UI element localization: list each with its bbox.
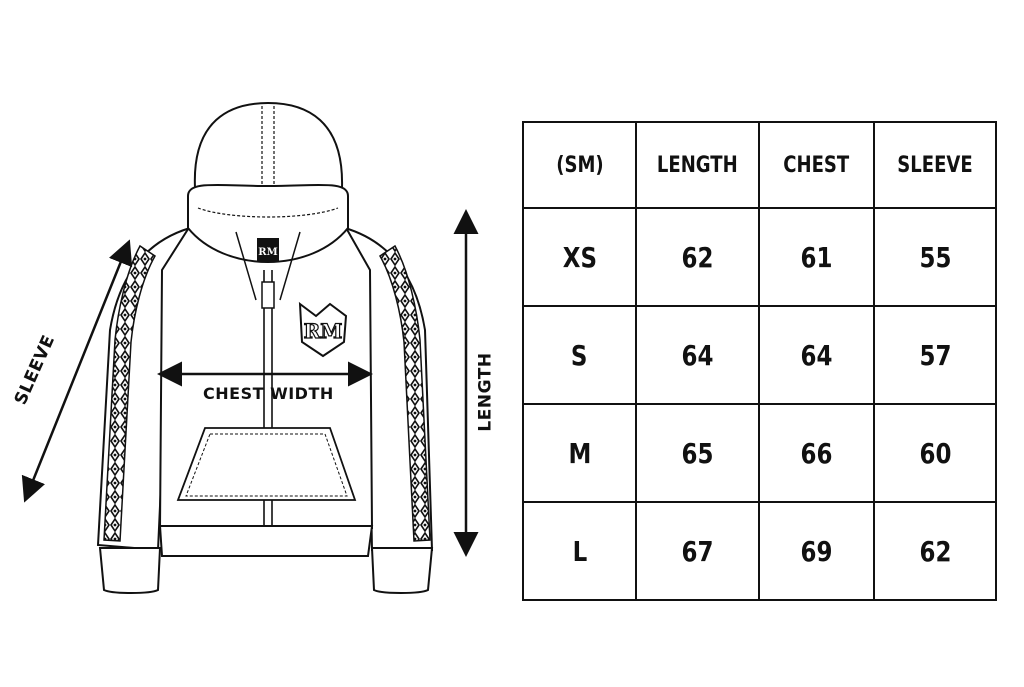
size-cell: M bbox=[522, 403, 637, 503]
chest-width-label: CHEST WIDTH bbox=[203, 384, 334, 403]
length-cell: 64 bbox=[635, 305, 760, 405]
hood-seam bbox=[261, 106, 275, 200]
chest-cell: 61 bbox=[758, 207, 875, 307]
length-cell: 65 bbox=[635, 403, 760, 503]
hoodie-illustration: RM RM bbox=[21, 101, 479, 594]
table-row: S 64 64 57 bbox=[522, 305, 997, 405]
right-sleeve-tape bbox=[379, 244, 431, 542]
size-chart-table: (SM) LENGTH CHEST SLEEVE XS 62 61 55 S 6… bbox=[522, 121, 997, 601]
hoodie-diagram: RM RM SLEEVE CHEST WIDTH LENGTH bbox=[11, 101, 496, 594]
table-row: L 67 69 62 bbox=[522, 501, 997, 601]
size-cell: S bbox=[522, 305, 637, 405]
sleeve-cell: 60 bbox=[873, 403, 997, 503]
chest-cell: 66 bbox=[758, 403, 875, 503]
table-row: M 65 66 60 bbox=[522, 403, 997, 503]
sleeve-cell: 57 bbox=[873, 305, 997, 405]
hood-front bbox=[187, 183, 349, 264]
neck-label bbox=[257, 238, 279, 262]
header-unit: (SM) bbox=[522, 121, 637, 209]
neck-label-text: RM bbox=[258, 247, 277, 258]
sleeve-cell: 55 bbox=[873, 207, 997, 307]
sleeve-arrow bbox=[21, 239, 133, 503]
zipper-pull bbox=[261, 281, 275, 309]
length-cell: 67 bbox=[635, 501, 760, 601]
chest-logo-emblem bbox=[298, 301, 348, 358]
right-cuff bbox=[370, 547, 434, 594]
sleeve-cell: 62 bbox=[873, 501, 997, 601]
chest-cell: 69 bbox=[758, 501, 875, 601]
length-cell: 62 bbox=[635, 207, 760, 307]
header-length: LENGTH bbox=[635, 121, 760, 209]
left-cuff bbox=[98, 547, 162, 594]
chest-logo-text: RM bbox=[304, 319, 343, 343]
kangaroo-pocket bbox=[176, 427, 357, 501]
table-header-row: (SM) LENGTH CHEST SLEEVE bbox=[522, 121, 997, 209]
header-sleeve: SLEEVE bbox=[873, 121, 997, 209]
length-label: LENGTH bbox=[475, 352, 496, 432]
table-row: XS 62 61 55 bbox=[522, 207, 997, 307]
size-cell: L bbox=[522, 501, 637, 601]
waistband bbox=[158, 525, 374, 557]
chest-cell: 64 bbox=[758, 305, 875, 405]
hood-outline bbox=[193, 101, 344, 189]
header-chest: CHEST bbox=[758, 121, 875, 209]
size-cell: XS bbox=[522, 207, 637, 307]
